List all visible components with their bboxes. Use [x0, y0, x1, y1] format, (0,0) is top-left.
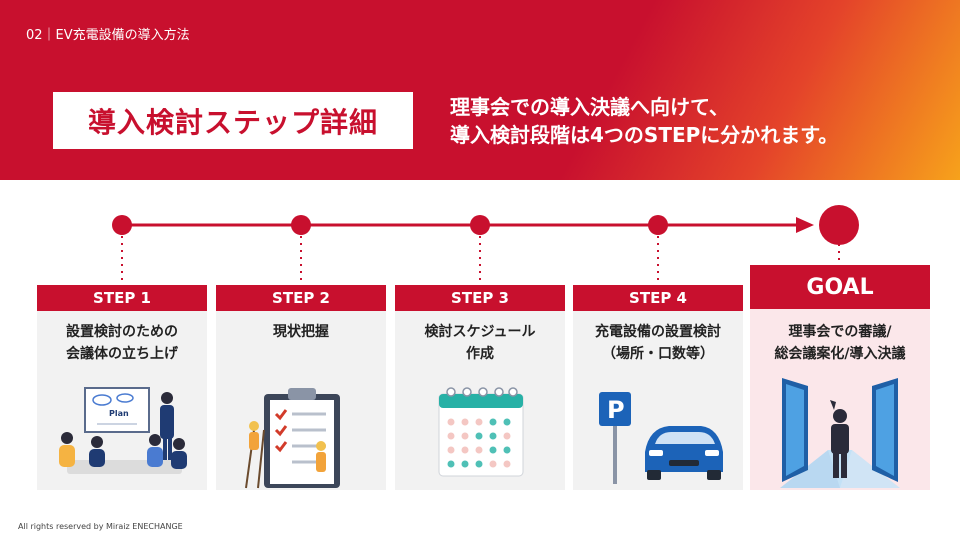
step-desc-3-line1: 検討スケジュール: [424, 324, 536, 340]
timeline-dot-1: [112, 215, 132, 235]
step-desc-3: 検討スケジュール 作成: [395, 321, 565, 365]
timeline-dot-4: [648, 215, 668, 235]
step-desc-3-line2: 作成: [466, 346, 494, 362]
goal-desc-line2: 総会議案化/導入決議: [774, 346, 906, 362]
step-header-3: STEP 3: [395, 285, 565, 311]
timeline-dot-goal: [819, 205, 859, 245]
step-desc-1-line2: 会議体の立ち上げ: [66, 346, 178, 362]
timeline-arrowhead: [796, 217, 814, 233]
step-card-3: STEP 3 検討スケジュール 作成: [395, 285, 565, 490]
doors-person-illustration: [780, 378, 900, 488]
step-header-4: STEP 4: [573, 285, 743, 311]
parking-car-illustration: P: [599, 392, 723, 484]
goal-header: GOAL: [750, 265, 930, 309]
subtitle: 理事会での導入決議へ向けて、 導入検討段階は4つのSTEPに分かれます。: [450, 93, 838, 149]
step-desc-4-line2: （場所・口数等）: [602, 346, 714, 362]
goal-desc: 理事会での審議/ 総会議案化/導入決議: [750, 321, 930, 365]
timeline-dot-3: [470, 215, 490, 235]
meeting-board-text: Plan: [109, 409, 129, 418]
step-header-2: STEP 2: [216, 285, 386, 311]
subtitle-line-1: 理事会での導入決議へ向けて、: [450, 95, 729, 119]
goal-card: GOAL 理事会での審議/ 総会議案化/導入決議: [750, 265, 930, 490]
step-header-1: STEP 1: [37, 285, 207, 311]
checklist-clipboard-illustration: [245, 388, 340, 489]
footer-copyright: All rights reserved by Miraiz ENECHANGE: [18, 522, 183, 531]
header-banner: 02｜EV充電設備の導入方法 導入検討ステップ詳細 理事会での導入決議へ向けて、…: [0, 0, 960, 180]
step-card-1: STEP 1 設置検討のための 会議体の立ち上げ Plan: [37, 285, 207, 490]
goal-desc-line1: 理事会での審議/: [788, 324, 892, 340]
timeline-dot-2: [291, 215, 311, 235]
step-desc-1-line1: 設置検討のための: [66, 324, 178, 340]
timeline: [112, 205, 859, 285]
svg-text:P: P: [607, 396, 625, 424]
step-desc-2-line1: 現状把握: [273, 324, 329, 340]
step-desc-4: 充電設備の設置検討 （場所・口数等）: [573, 321, 743, 365]
page-title: 導入検討ステップ詳細: [87, 105, 378, 139]
step-desc-2: 現状把握: [216, 321, 386, 343]
subtitle-line-2: 導入検討段階は4つのSTEPに分かれます。: [450, 123, 839, 147]
step-card-2: STEP 2 現状把握: [216, 285, 386, 490]
title-box: 導入検討ステップ詳細: [53, 92, 413, 149]
meeting-illustration: Plan: [59, 387, 187, 474]
step-desc-4-line1: 充電設備の設置検討: [595, 324, 721, 340]
step-card-4: STEP 4 充電設備の設置検討 （場所・口数等） P: [573, 285, 743, 490]
step-desc-1: 設置検討のための 会議体の立ち上げ: [37, 321, 207, 365]
breadcrumb: 02｜EV充電設備の導入方法: [26, 28, 190, 43]
calendar-illustration: [438, 387, 524, 477]
